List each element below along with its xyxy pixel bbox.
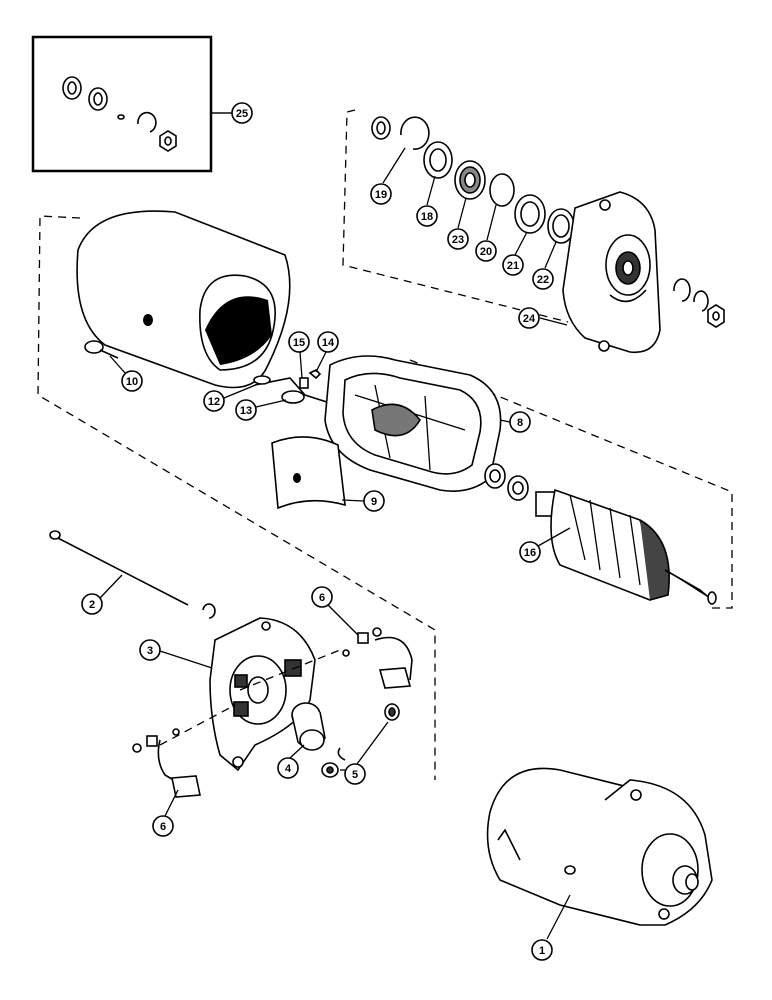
callout-16: 16 bbox=[524, 547, 536, 559]
drive-end-frame bbox=[562, 191, 661, 354]
brush-upper bbox=[342, 627, 413, 689]
pole-shoe bbox=[271, 436, 346, 510]
bushing bbox=[291, 702, 326, 751]
callout-4: 4 bbox=[285, 763, 292, 775]
callout-6-upper: 6 bbox=[319, 592, 325, 604]
callout-9: 9 bbox=[371, 496, 377, 508]
callout-5: 5 bbox=[352, 769, 358, 781]
pole-shoe-screw bbox=[84, 340, 119, 359]
callout-21: 21 bbox=[507, 260, 519, 272]
callout-6-lower: 6 bbox=[160, 821, 166, 833]
callout-3: 3 bbox=[147, 645, 153, 657]
end-bearing-stack bbox=[371, 116, 575, 244]
armature-washers bbox=[484, 463, 529, 501]
callout-13: 13 bbox=[240, 405, 252, 417]
commutator-end-frame bbox=[209, 617, 341, 772]
field-coils bbox=[324, 355, 502, 492]
callout-10: 10 bbox=[126, 376, 138, 388]
inset-box bbox=[31, 35, 232, 173]
assembled-generator bbox=[486, 767, 713, 926]
callout-2: 2 bbox=[89, 599, 95, 611]
armature bbox=[535, 488, 717, 605]
callout-22: 22 bbox=[537, 274, 549, 286]
callout-1: 1 bbox=[539, 945, 545, 957]
upper-group-outline bbox=[342, 109, 569, 323]
field-terminal-assembly bbox=[253, 369, 331, 404]
callout-19: 19 bbox=[375, 189, 387, 201]
brush-springs bbox=[321, 703, 400, 778]
through-bolt bbox=[49, 530, 216, 619]
field-frame-housing bbox=[76, 210, 291, 389]
callout-15: 15 bbox=[293, 337, 305, 349]
callout-14: 14 bbox=[322, 337, 335, 349]
callout-8: 8 bbox=[517, 417, 523, 429]
callout-18: 18 bbox=[421, 211, 433, 223]
callout-24: 24 bbox=[523, 313, 536, 325]
main-group-outline bbox=[37, 215, 436, 780]
armature-group-outline bbox=[409, 359, 733, 609]
drive-shaft-nut-set bbox=[673, 278, 725, 328]
callout-12: 12 bbox=[208, 396, 220, 408]
callouts: 25 19 18 23 20 21 22 24 15 bbox=[81, 102, 571, 961]
callout-20: 20 bbox=[480, 246, 492, 258]
callout-23: 23 bbox=[452, 234, 464, 246]
callout-25: 25 bbox=[236, 108, 248, 120]
brush-lower bbox=[132, 704, 236, 798]
